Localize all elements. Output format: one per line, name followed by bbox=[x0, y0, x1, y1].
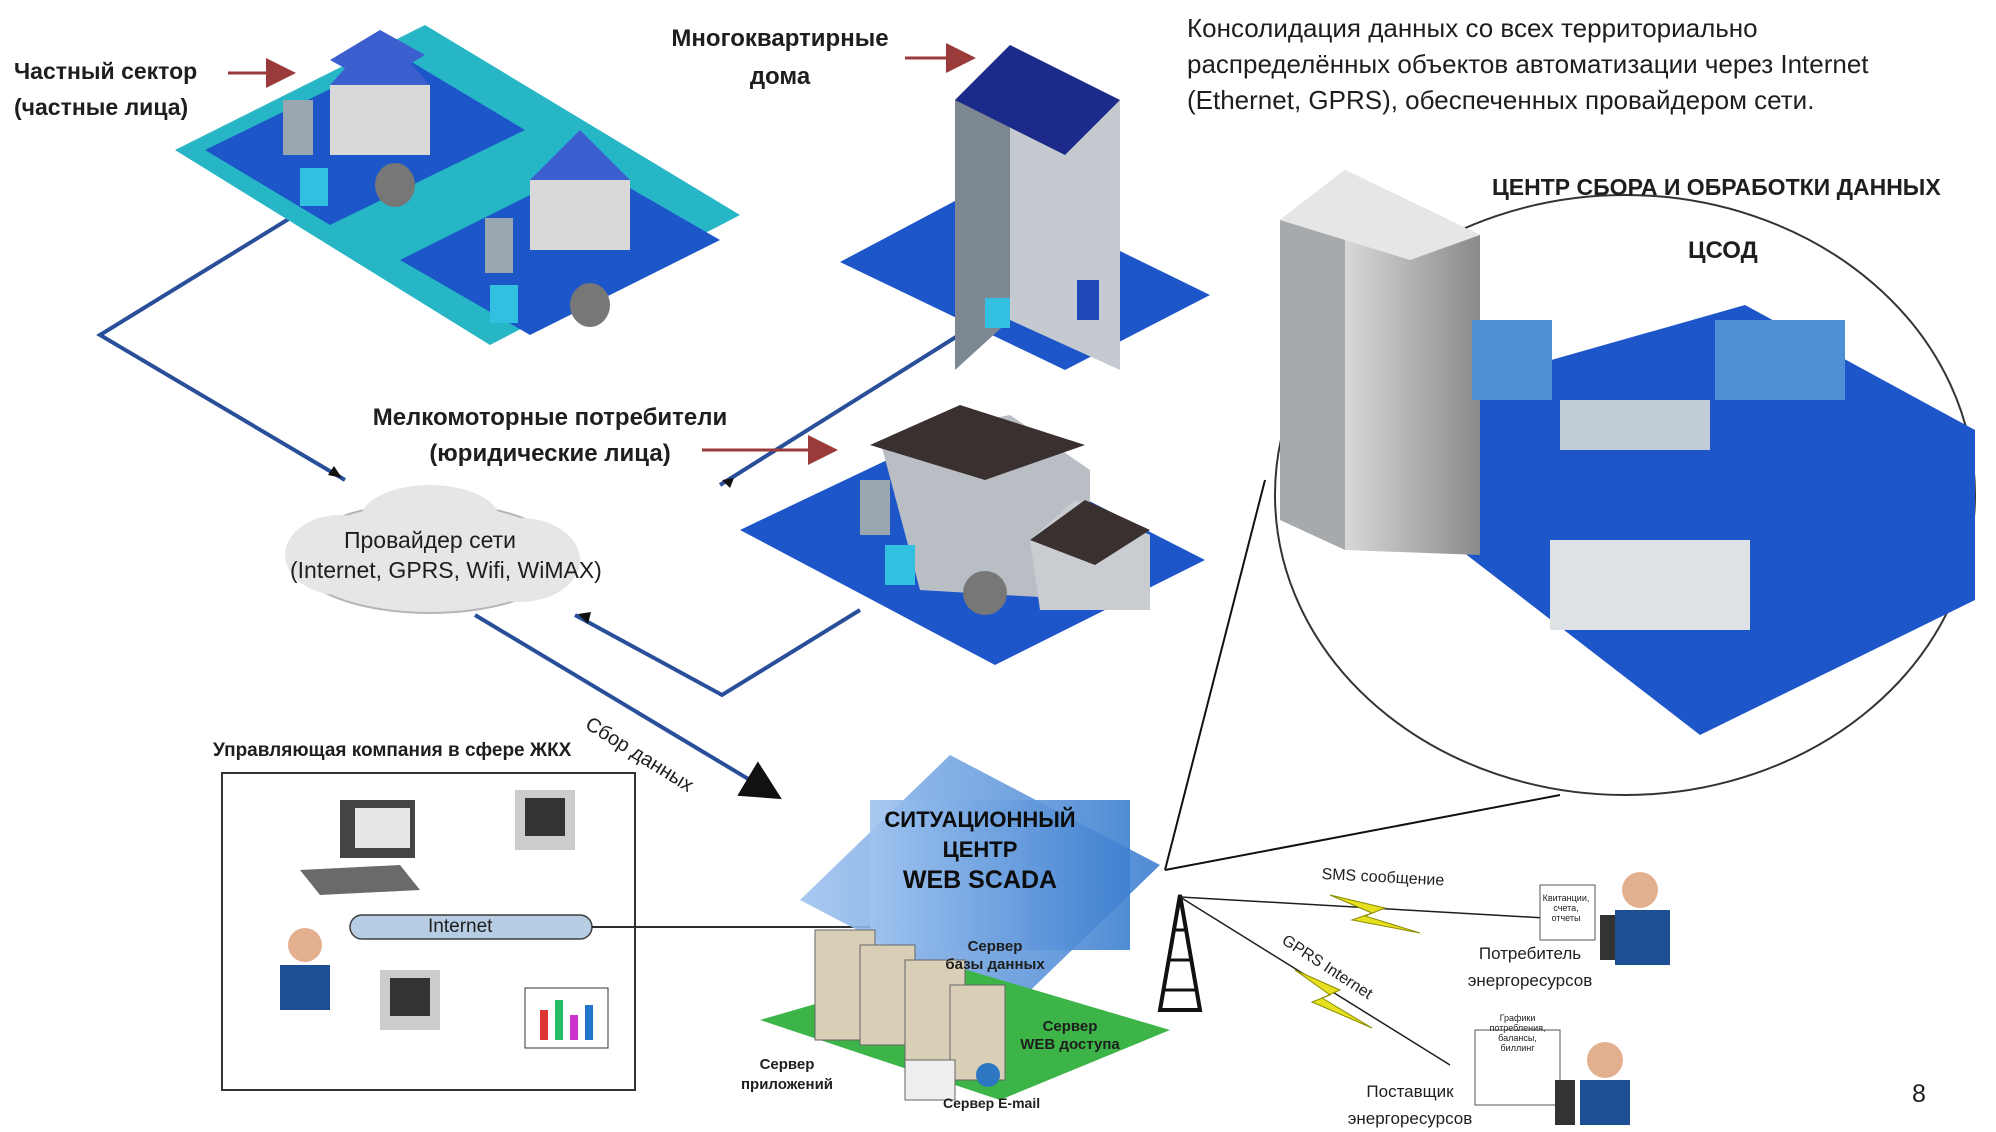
db-server-line-1: Сервер bbox=[967, 938, 1023, 955]
consolidation-line-2: распределённых объектов автоматизации че… bbox=[1187, 49, 1869, 79]
supplier-doc-line-2: потребления, bbox=[1489, 1023, 1546, 1033]
db-server-line-2: базы данных bbox=[945, 956, 1045, 973]
situation-center-scene bbox=[760, 755, 1203, 1101]
supplier-doc: Графики потребления, балансы, биллинг bbox=[1475, 1013, 1560, 1053]
situation-center-line-1: СИТУАЦИОННЫЙ bbox=[884, 807, 1076, 832]
small-consumers-line-2: (юридические лица) bbox=[429, 440, 671, 467]
provider-cloud bbox=[285, 485, 580, 614]
supplier-line-2: энергоресурсов bbox=[1347, 1109, 1473, 1128]
arrowheads bbox=[328, 466, 779, 798]
wireless-links bbox=[1179, 894, 1546, 1066]
consumer-line-2: энергоресурсов bbox=[1467, 971, 1593, 990]
supplier-doc-line-4: биллинг bbox=[1500, 1043, 1535, 1053]
provider-label: Провайдер сети (Internet, GPRS, Wifi, Wi… bbox=[290, 525, 602, 585]
apartments-line-1: Многоквартирные bbox=[671, 25, 889, 52]
internet-label: Internet bbox=[428, 916, 493, 937]
situation-center-line-3: WEB SCADA bbox=[902, 866, 1058, 894]
management-box-graphics bbox=[221, 772, 900, 1091]
consolidation-text: Консолидация данных со всех территориаль… bbox=[1187, 10, 1869, 118]
data-center-title: ЦЕНТР СБОРА И ОБРАБОТКИ ДАННЫХ bbox=[1492, 174, 1941, 200]
situation-center-line-2: ЦЕНТР bbox=[942, 837, 1018, 862]
network-lines bbox=[96, 210, 977, 800]
private-sector-scene bbox=[175, 25, 740, 345]
consumer-doc: Квитанции, счета, отчеты bbox=[1535, 893, 1597, 923]
apartments-label: Многоквартирные дома bbox=[650, 20, 910, 96]
provider-line-1: Провайдер сети bbox=[343, 527, 517, 553]
consumer-line-1: Потребитель bbox=[1478, 944, 1582, 963]
page-number: 8 bbox=[1912, 1080, 1926, 1108]
web-server-label: Сервер WEB доступа bbox=[1005, 1018, 1135, 1054]
data-center-scene bbox=[1164, 170, 1976, 871]
private-sector-line-1: Частный сектор bbox=[14, 58, 198, 84]
db-server-label: Сервер базы данных bbox=[930, 938, 1060, 974]
consumer-doc-line-3: отчеты bbox=[1551, 913, 1581, 923]
private-sector-label: Частный сектор (частные лица) bbox=[14, 53, 197, 125]
supplier-label: Поставщик энергоресурсов bbox=[1330, 1078, 1490, 1132]
web-server-line-1: Сервер bbox=[1042, 1018, 1098, 1035]
consumer-label: Потребитель энергоресурсов bbox=[1450, 940, 1610, 994]
consolidation-line-1: Консолидация данных со всех территориаль… bbox=[1187, 13, 1758, 43]
app-server-label: Сервер приложений bbox=[722, 1055, 852, 1095]
consumer-doc-line-1: Квитанции, bbox=[1542, 893, 1590, 903]
email-server-label: Сервер E-mail bbox=[943, 1095, 1041, 1111]
app-server-line-1: Сервер bbox=[759, 1056, 815, 1073]
consolidation-line-3: (Ethernet, GPRS), обеспеченных провайдер… bbox=[1187, 85, 1815, 115]
supplier-line-1: Поставщик bbox=[1366, 1082, 1454, 1101]
app-server-line-2: приложений bbox=[740, 1076, 834, 1093]
small-consumers-label: Мелкомоторные потребители (юридические л… bbox=[340, 400, 760, 472]
situation-center-label: СИТУАЦИОННЫЙ ЦЕНТР WEB SCADA bbox=[880, 805, 1080, 895]
apartments-scene bbox=[840, 45, 1210, 370]
supplier-doc-line-3: балансы, bbox=[1498, 1033, 1537, 1043]
apartments-line-2: дома bbox=[749, 63, 811, 90]
management-company-title: Управляющая компания в сфере ЖКХ bbox=[213, 740, 572, 761]
consumer-figure bbox=[1539, 872, 1670, 965]
provider-line-2: (Internet, GPRS, Wifi, WiMAX) bbox=[290, 557, 602, 583]
data-center-abbr: ЦСОД bbox=[1688, 237, 1758, 264]
small-consumers-line-1: Мелкомоторные потребители bbox=[372, 404, 728, 431]
label-arrows bbox=[228, 43, 976, 465]
private-sector-line-2: (частные лица) bbox=[14, 94, 189, 120]
supplier-figure bbox=[1474, 1029, 1630, 1125]
supplier-doc-line-1: Графики bbox=[1499, 1013, 1536, 1023]
small-consumers-scene bbox=[740, 405, 1205, 665]
web-server-line-2: WEB доступа bbox=[1020, 1036, 1120, 1053]
consumer-doc-line-2: счета, bbox=[1553, 903, 1579, 913]
